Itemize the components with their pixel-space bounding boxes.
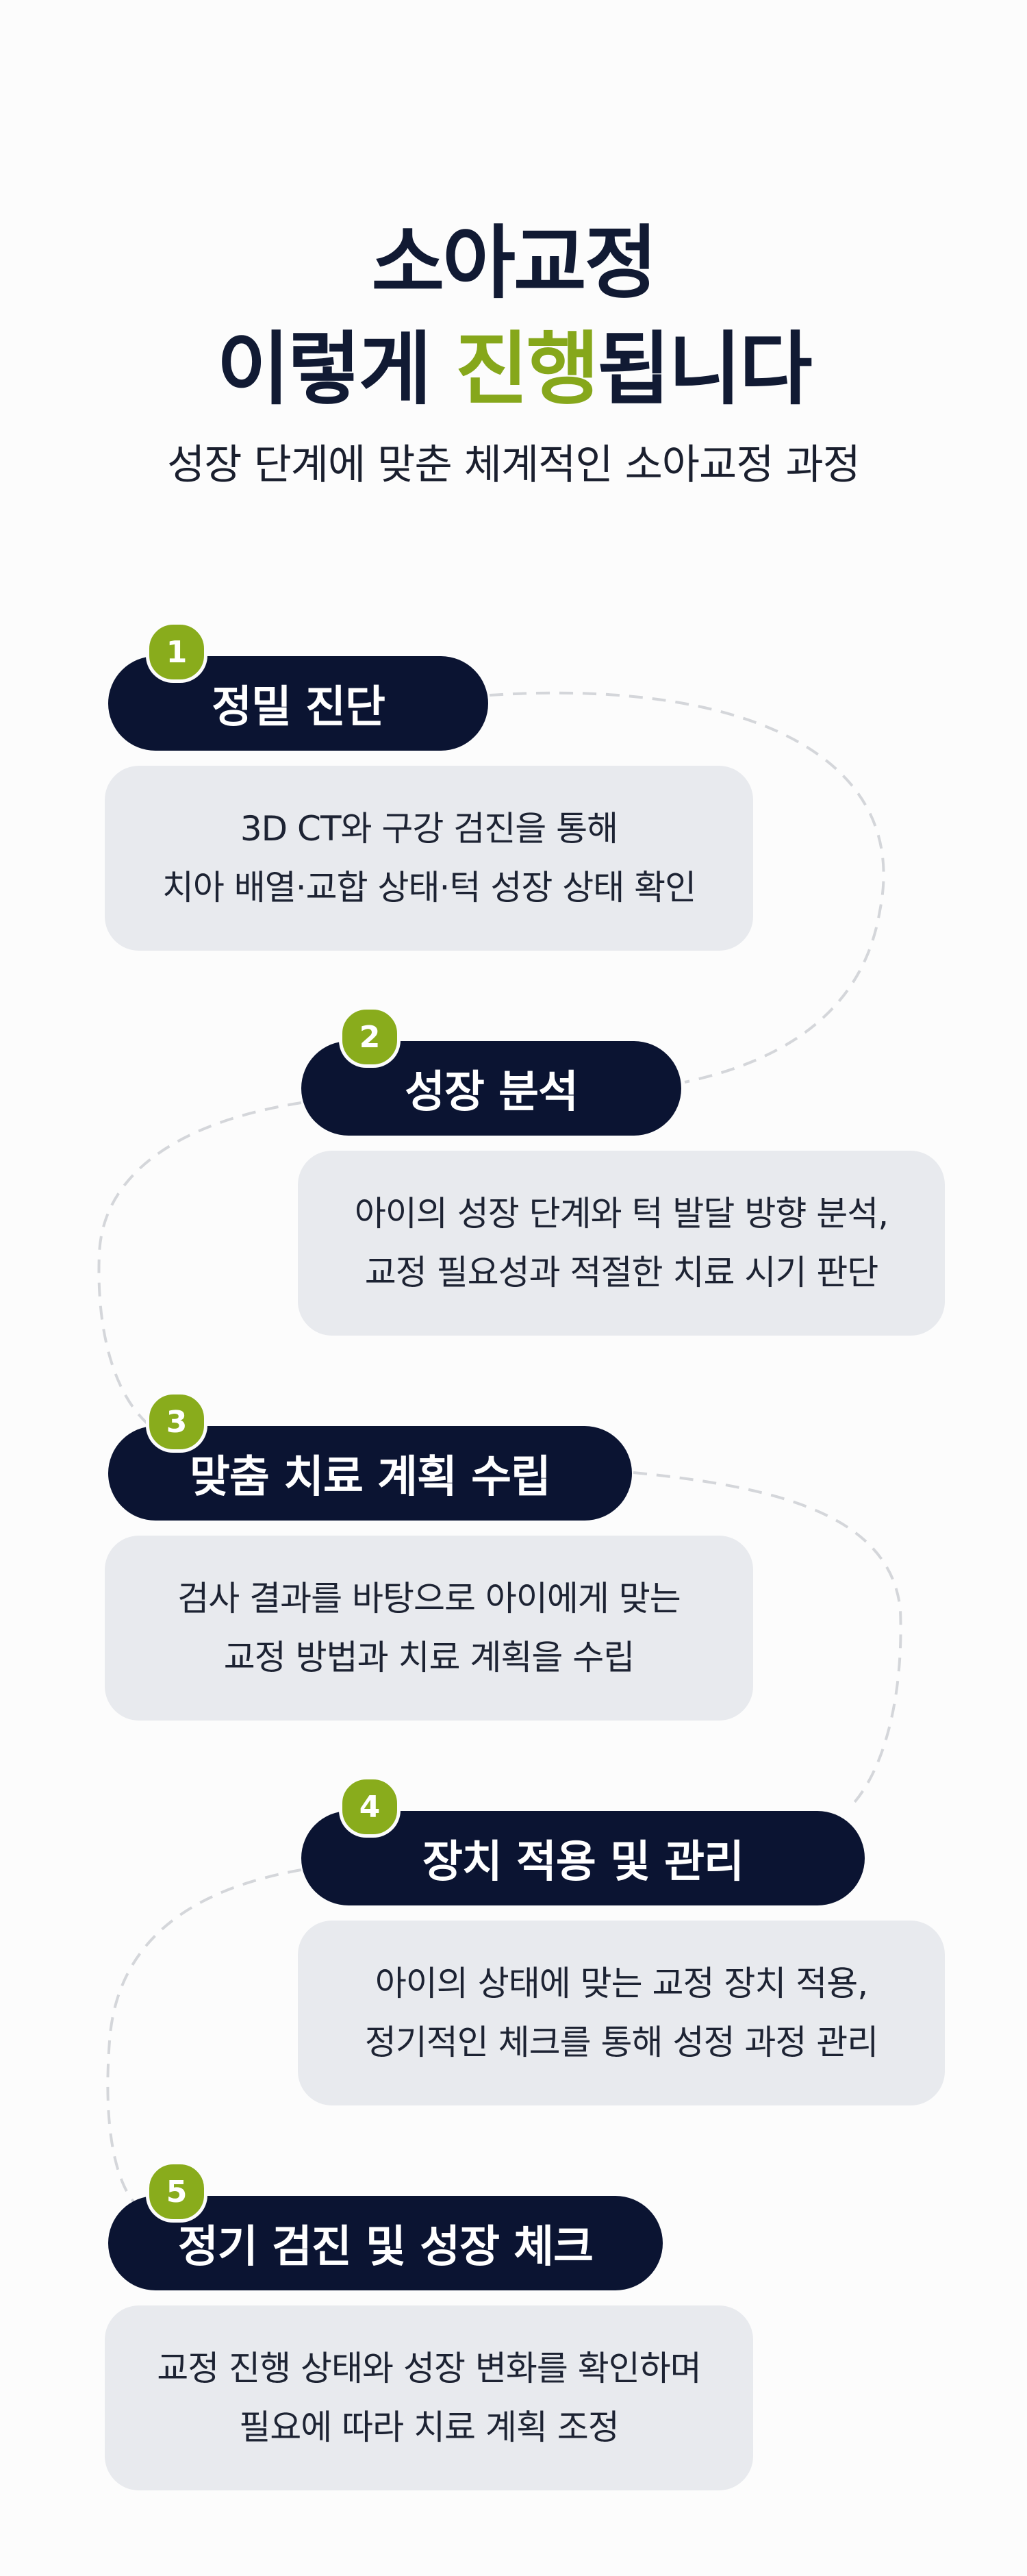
step-2-number-badge: 2	[339, 1006, 401, 1068]
step-3-number: 3	[166, 1404, 188, 1440]
step-1-description-card: 3D CT와 구강 검진을 통해 치아 배열·교합 상태·턱 성장 상태 확인	[105, 766, 753, 951]
connector-path-3-4	[633, 1471, 902, 1810]
step-2-description-card: 아이의 성장 단계와 턱 발달 방향 분석, 교정 필요성과 적절한 치료 시기…	[298, 1151, 945, 1336]
title-suffix: 됩니다	[597, 323, 812, 416]
connector-path-2-3	[97, 1101, 302, 1433]
step-5-number-badge: 5	[146, 2161, 207, 2223]
step-5-title: 정기 검진 및 성장 체크	[177, 2222, 594, 2273]
step-3-description-card: 검사 결과를 바탕으로 아이에게 맞는 교정 방법과 치료 계획을 수립	[105, 1536, 753, 1721]
step-3-number-badge: 3	[146, 1391, 207, 1453]
connector-path-1-2	[489, 691, 885, 1084]
step-4-description-card: 아이의 상태에 맞는 교정 장치 적용, 정기적인 체크를 통해 성정 과정 관…	[298, 1921, 945, 2105]
step-5-title-pill: 정기 검진 및 성장 체크	[108, 2196, 663, 2290]
step-4-number-badge: 4	[339, 1776, 401, 1838]
title-prefix: 이렇게	[216, 323, 455, 416]
step-5-line-2: 필요에 따라 치료 계획 조정	[239, 2408, 620, 2447]
page-subtitle: 성장 단계에 맞춘 체계적인 소아교정 과정	[167, 441, 861, 489]
connector-path-4-5	[106, 1868, 302, 2207]
step-5-number: 5	[166, 2174, 188, 2210]
step-1-number: 1	[166, 634, 188, 670]
step-3-title-pill: 맞춤 치료 계획 수립	[108, 1426, 632, 1521]
title-accent: 진행	[455, 323, 599, 416]
step-2-line-1: 아이의 성장 단계와 턱 발달 방향 분석,	[354, 1194, 889, 1234]
step-3-line-1: 검사 결과를 바탕으로 아이에게 맞는	[177, 1579, 681, 1618]
step-3-title: 맞춤 치료 계획 수립	[190, 1452, 551, 1503]
step-2-title: 성장 분석	[405, 1067, 579, 1118]
step-4-title-pill: 장치 적용 및 관리	[301, 1811, 865, 1905]
step-1-number-badge: 1	[146, 621, 207, 683]
step-1-title: 정밀 진단	[212, 682, 385, 733]
step-5-description-card: 교정 진행 상태와 성장 변화를 확인하며 필요에 따라 치료 계획 조정	[105, 2305, 753, 2490]
step-4-line-2: 정기적인 체크를 통해 성정 과정 관리	[364, 2023, 878, 2062]
step-2-line-2: 교정 필요성과 적절한 치료 시기 판단	[364, 1253, 878, 1292]
step-4-title: 장치 적용 및 관리	[422, 1837, 744, 1888]
page-title-line2: 이렇게 진행됩니다	[0, 305, 1027, 420]
step-4-line-1: 아이의 상태에 맞는 교정 장치 적용,	[375, 1964, 868, 2003]
step-5-line-1: 교정 진행 상태와 성장 변화를 확인하며	[157, 2349, 701, 2388]
step-4-number: 4	[359, 1789, 381, 1825]
step-3-line-2: 교정 방법과 치료 계획을 수립	[223, 1638, 635, 1677]
step-1-line-2: 치아 배열·교합 상태·턱 성장 상태 확인	[162, 868, 696, 908]
step-1-title-pill: 정밀 진단	[108, 656, 488, 751]
step-2-number: 2	[359, 1019, 381, 1055]
step-1-line-1: 3D CT와 구강 검진을 통해	[240, 809, 618, 849]
page-title-line1: 소아교정	[371, 217, 658, 310]
